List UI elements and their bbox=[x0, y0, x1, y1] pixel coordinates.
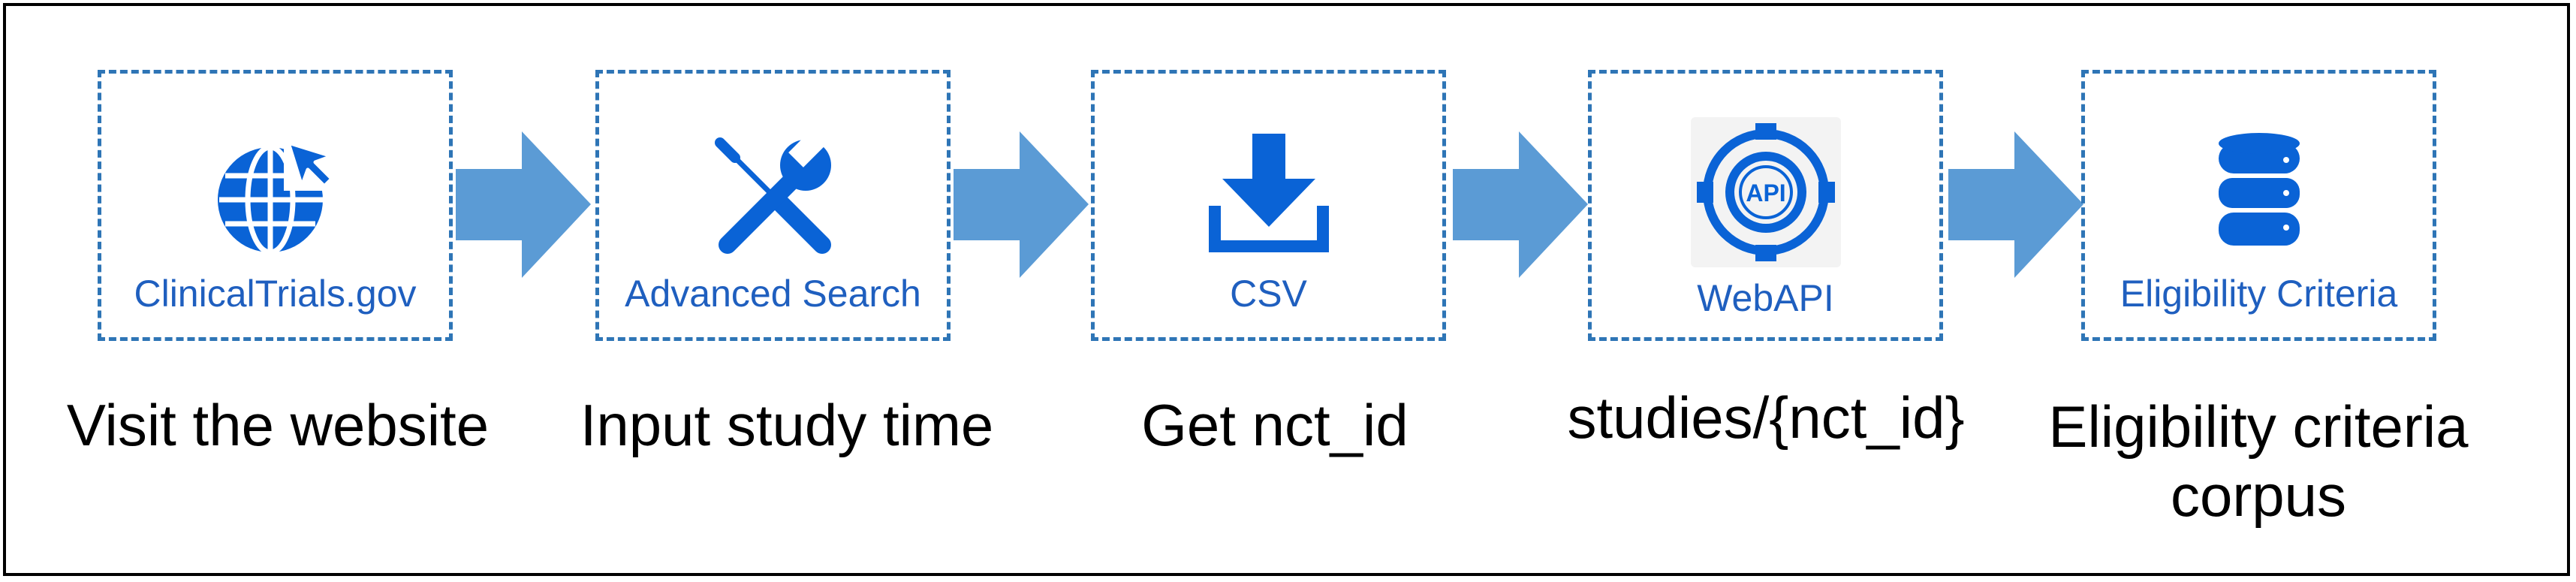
database-icon bbox=[2214, 130, 2304, 254]
download-icon bbox=[1208, 134, 1329, 258]
flow-arrow-2 bbox=[954, 131, 1089, 278]
step-box-webapi: API WebAPI bbox=[1588, 70, 1943, 341]
step-label-csv: CSV bbox=[1230, 273, 1307, 315]
flow-arrow-1 bbox=[456, 131, 591, 278]
caption-input-study-time: Input study time bbox=[580, 392, 994, 458]
tools-icon bbox=[710, 128, 837, 264]
api-gear-icon: API bbox=[1690, 117, 1841, 267]
flow-arrow-3 bbox=[1453, 131, 1588, 278]
caption-eligibility-line1: Eligibility criteria bbox=[2048, 394, 2469, 460]
caption-studies-nct-id: studies/{nct_id} bbox=[1567, 384, 1965, 451]
step-label-eligibility: Eligibility Criteria bbox=[2120, 273, 2398, 315]
step-label-advanced-search: Advanced Search bbox=[625, 273, 921, 315]
api-badge-text: API bbox=[1746, 179, 1785, 207]
caption-eligibility-line2: corpus bbox=[2170, 463, 2347, 529]
caption-visit-website: Visit the website bbox=[66, 392, 490, 458]
step-label-webapi: WebAPI bbox=[1697, 277, 1834, 319]
globe-cursor-icon bbox=[212, 132, 339, 264]
step-box-advanced-search: Advanced Search bbox=[595, 70, 951, 341]
caption-eligibility-corpus: Eligibility criteria corpus bbox=[2018, 392, 2499, 530]
flow-arrow-4 bbox=[1948, 131, 2083, 278]
diagram-frame bbox=[3, 3, 2570, 576]
step-box-clinicaltrials: ClinicalTrials.gov bbox=[98, 70, 453, 341]
step-label-clinicaltrials: ClinicalTrials.gov bbox=[134, 273, 417, 315]
step-box-csv: CSV bbox=[1091, 70, 1446, 341]
step-box-eligibility: Eligibility Criteria bbox=[2081, 70, 2436, 341]
caption-get-nct-id: Get nct_id bbox=[1141, 392, 1409, 458]
